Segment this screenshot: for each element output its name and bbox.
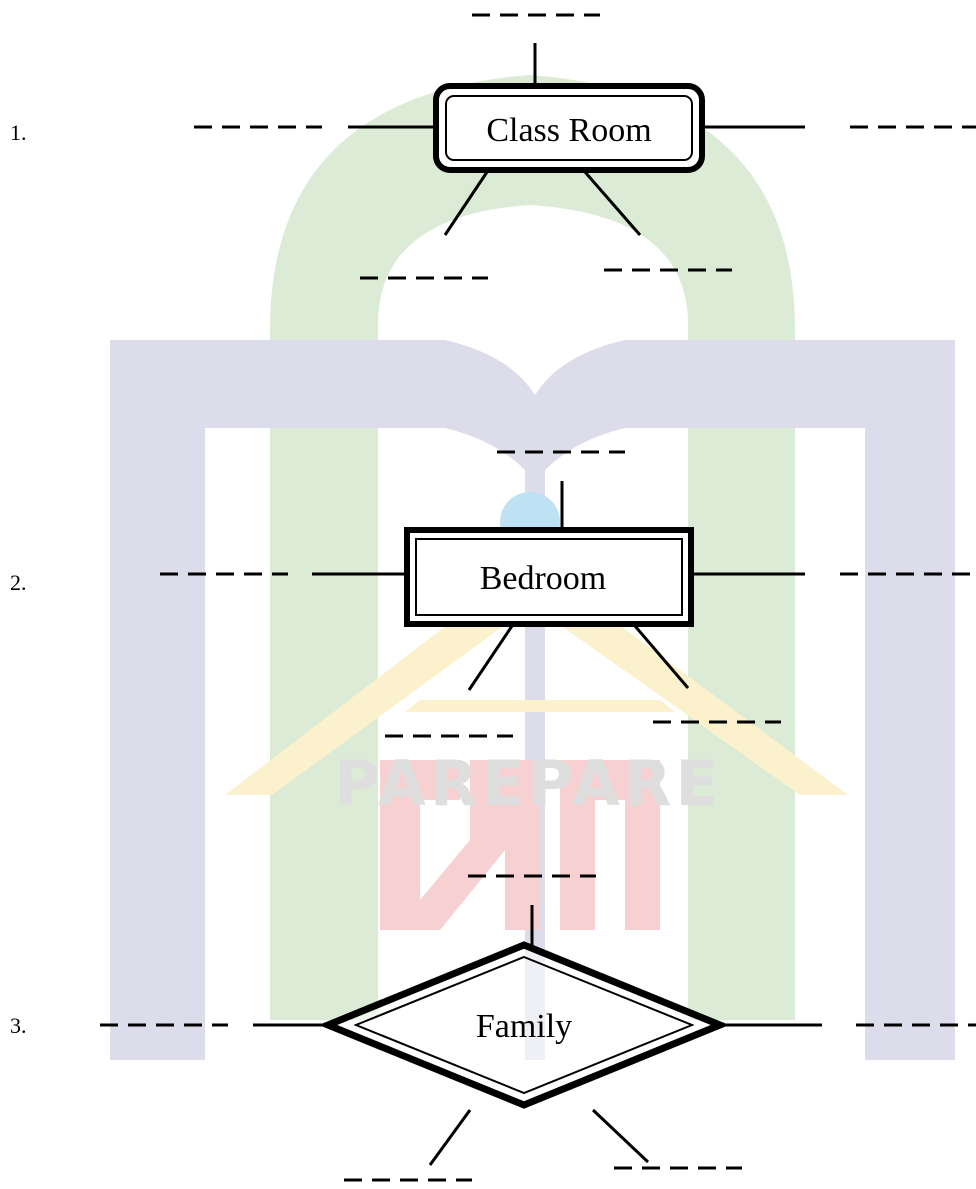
item-1: 1. Class Room	[10, 13, 976, 280]
center-node-label: Family	[476, 1008, 572, 1045]
watermark-text: PAREPARE	[334, 747, 722, 820]
connector-bottom-right	[591, 1108, 650, 1164]
center-node: Family	[318, 941, 730, 1109]
connector-bottom-left	[443, 171, 489, 236]
connector-bottom-left	[467, 625, 514, 691]
connector-bottom-right	[583, 171, 642, 236]
center-node-label: Bedroom	[480, 560, 607, 597]
watermark-roof-bar-1	[405, 700, 675, 712]
item-2: 2. Bedroom	[10, 450, 976, 738]
item-number: 1.	[10, 120, 27, 145]
connector-bottom-left	[428, 1109, 472, 1166]
center-node: Class Room	[433, 83, 705, 173]
center-node-label: Class Room	[486, 112, 651, 149]
item-number: 2.	[10, 570, 27, 595]
center-node: Bedroom	[404, 527, 694, 627]
item-number: 3.	[10, 1013, 27, 1038]
item-3: 3. Family	[10, 874, 976, 1182]
connector-bottom-right	[633, 625, 690, 689]
watermark-red-mark	[380, 760, 660, 930]
